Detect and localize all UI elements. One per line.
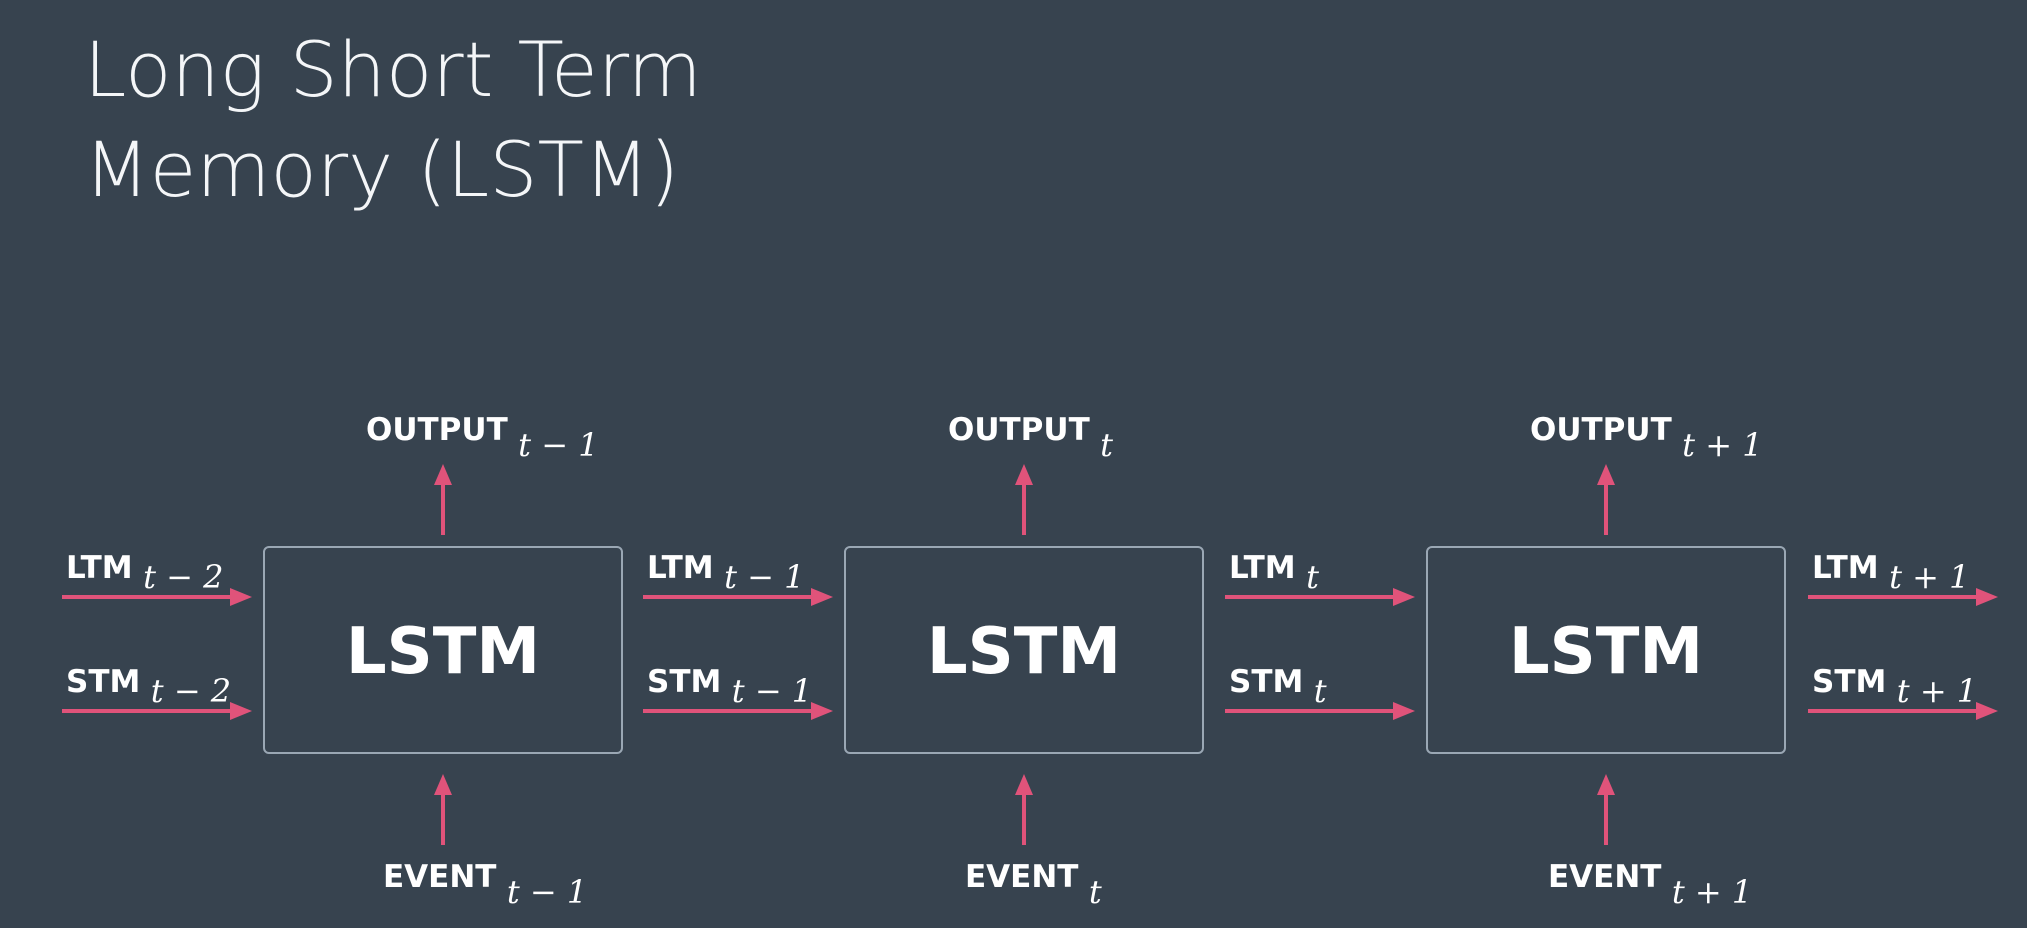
event-arrowhead-3 [1597, 774, 1615, 795]
ltm-in-arrowhead-2 [811, 588, 833, 606]
lstm-box-label-3: LSTM [1509, 615, 1703, 689]
lstm-box-label-1: LSTM [346, 615, 540, 689]
ltm-in-label-1: LTM t − 2 [66, 550, 223, 596]
stm-in-label-2: STM t − 1 [647, 664, 812, 710]
lstm-box-1 [263, 546, 623, 754]
output-arrowhead-2 [1015, 464, 1033, 485]
ltm-in-arrowhead-3 [1393, 588, 1415, 606]
stm-out-label: STM t + 1 [1812, 664, 1977, 710]
final-outputs: LTM t + 1 STM t + 1 [1808, 550, 1998, 720]
ltm-out-arrowhead [1976, 588, 1998, 606]
stm-in-label-3: STM t [1229, 664, 1327, 710]
output-label-1: OUTPUT t − 1 [366, 412, 599, 464]
stm-in-arrowhead-3 [1393, 702, 1415, 720]
output-arrowhead-1 [434, 464, 452, 485]
event-label-2: EVENT t [965, 859, 1102, 911]
ltm-in-arrowhead-1 [230, 588, 252, 606]
output-label-3: OUTPUT t + 1 [1530, 412, 1763, 464]
stm-in-arrowhead-1 [230, 702, 252, 720]
lstm-box-2 [844, 546, 1204, 754]
stm-out-arrowhead [1976, 702, 1998, 720]
title-line-1: Long Short Term [84, 25, 702, 114]
stm-in-arrowhead-2 [811, 702, 833, 720]
lstm-cell-1: LSTM OUTPUT t − 1 EVENT t − 1 LTM t − 2 … [62, 412, 623, 911]
event-arrowhead-1 [434, 774, 452, 795]
ltm-in-label-2: LTM t − 1 [647, 550, 804, 596]
ltm-in-label-3: LTM t [1229, 550, 1319, 596]
event-label-1: EVENT t − 1 [383, 859, 587, 911]
ltm-out-label: LTM t + 1 [1812, 550, 1969, 596]
lstm-cell-3: LSTM OUTPUT t + 1 EVENT t + 1 LTM t STM … [1225, 412, 1786, 911]
lstm-box-3 [1426, 546, 1786, 754]
event-label-3: EVENT t + 1 [1548, 859, 1752, 911]
title-line-2: Memory (LSTM) [84, 125, 680, 214]
output-label-2: OUTPUT t [948, 412, 1113, 464]
lstm-box-label-2: LSTM [927, 615, 1121, 689]
page-title: Long Short Term Memory (LSTM) [84, 20, 702, 220]
lstm-cell-2: LSTM OUTPUT t EVENT t LTM t − 1 STM t − … [643, 412, 1204, 911]
output-arrowhead-3 [1597, 464, 1615, 485]
stm-in-label-1: STM t − 2 [66, 664, 231, 710]
event-arrowhead-2 [1015, 774, 1033, 795]
